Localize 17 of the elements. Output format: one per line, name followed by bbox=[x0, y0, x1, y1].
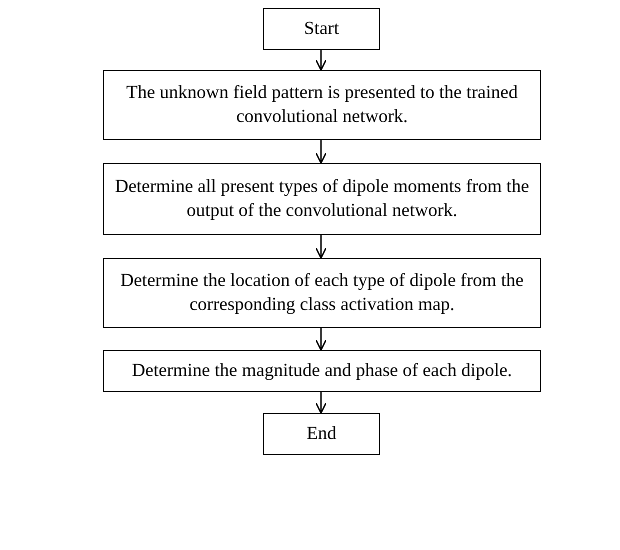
arrow bbox=[315, 235, 327, 259]
process-box bbox=[103, 163, 541, 235]
box-text: Determine all present types of dipole moments from the output of the convolutional network. bbox=[114, 176, 530, 223]
arrow bbox=[315, 328, 327, 351]
box-text: Determine the magnitude and phase of each dipole. bbox=[132, 360, 512, 383]
process-box bbox=[103, 70, 541, 140]
arrow bbox=[315, 140, 327, 164]
box-text: Start bbox=[304, 18, 339, 41]
process-box bbox=[263, 413, 380, 455]
box-text: Determine the location of each type of dipole from the corresponding class activation map. bbox=[119, 270, 525, 317]
box-text: The unknown field pattern is presented to the trained convolutional network. bbox=[125, 82, 519, 129]
process-box bbox=[103, 258, 541, 328]
process-box bbox=[263, 8, 380, 50]
process-box bbox=[103, 350, 541, 392]
box-text: End bbox=[306, 422, 336, 446]
arrow bbox=[315, 392, 327, 414]
arrow bbox=[315, 50, 327, 71]
